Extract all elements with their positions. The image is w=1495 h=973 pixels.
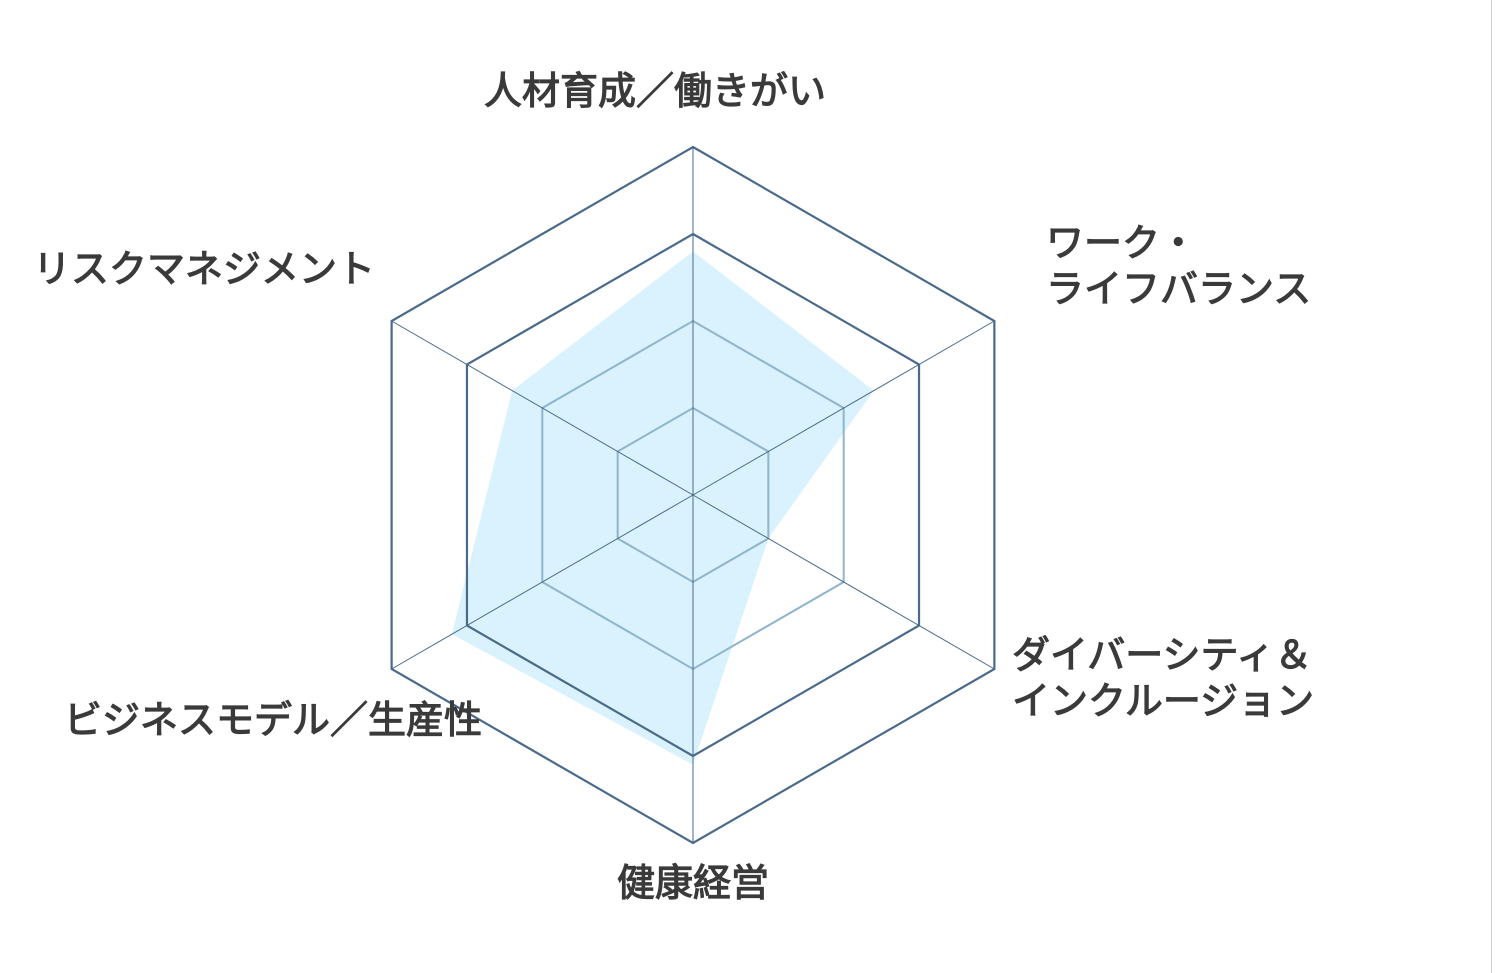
category-label-0: 人材育成／働きがい: [484, 69, 827, 113]
right-edge-line: [1491, 0, 1492, 973]
category-label-3: 健康経営: [617, 861, 770, 905]
spoke-1: [692, 320, 995, 496]
data-area: [451, 251, 874, 765]
category-label-2: ダイバーシティ＆ インクルージョン: [1012, 633, 1315, 723]
spoke-5: [391, 320, 694, 496]
spoke-4: [391, 494, 694, 670]
category-label-4: ビジネスモデル／生産性: [63, 698, 482, 742]
category-label-5: リスクマネジメント: [32, 247, 375, 291]
category-label-1: ワーク・ ライフバランス: [1046, 221, 1312, 311]
spoke-2: [692, 494, 995, 670]
